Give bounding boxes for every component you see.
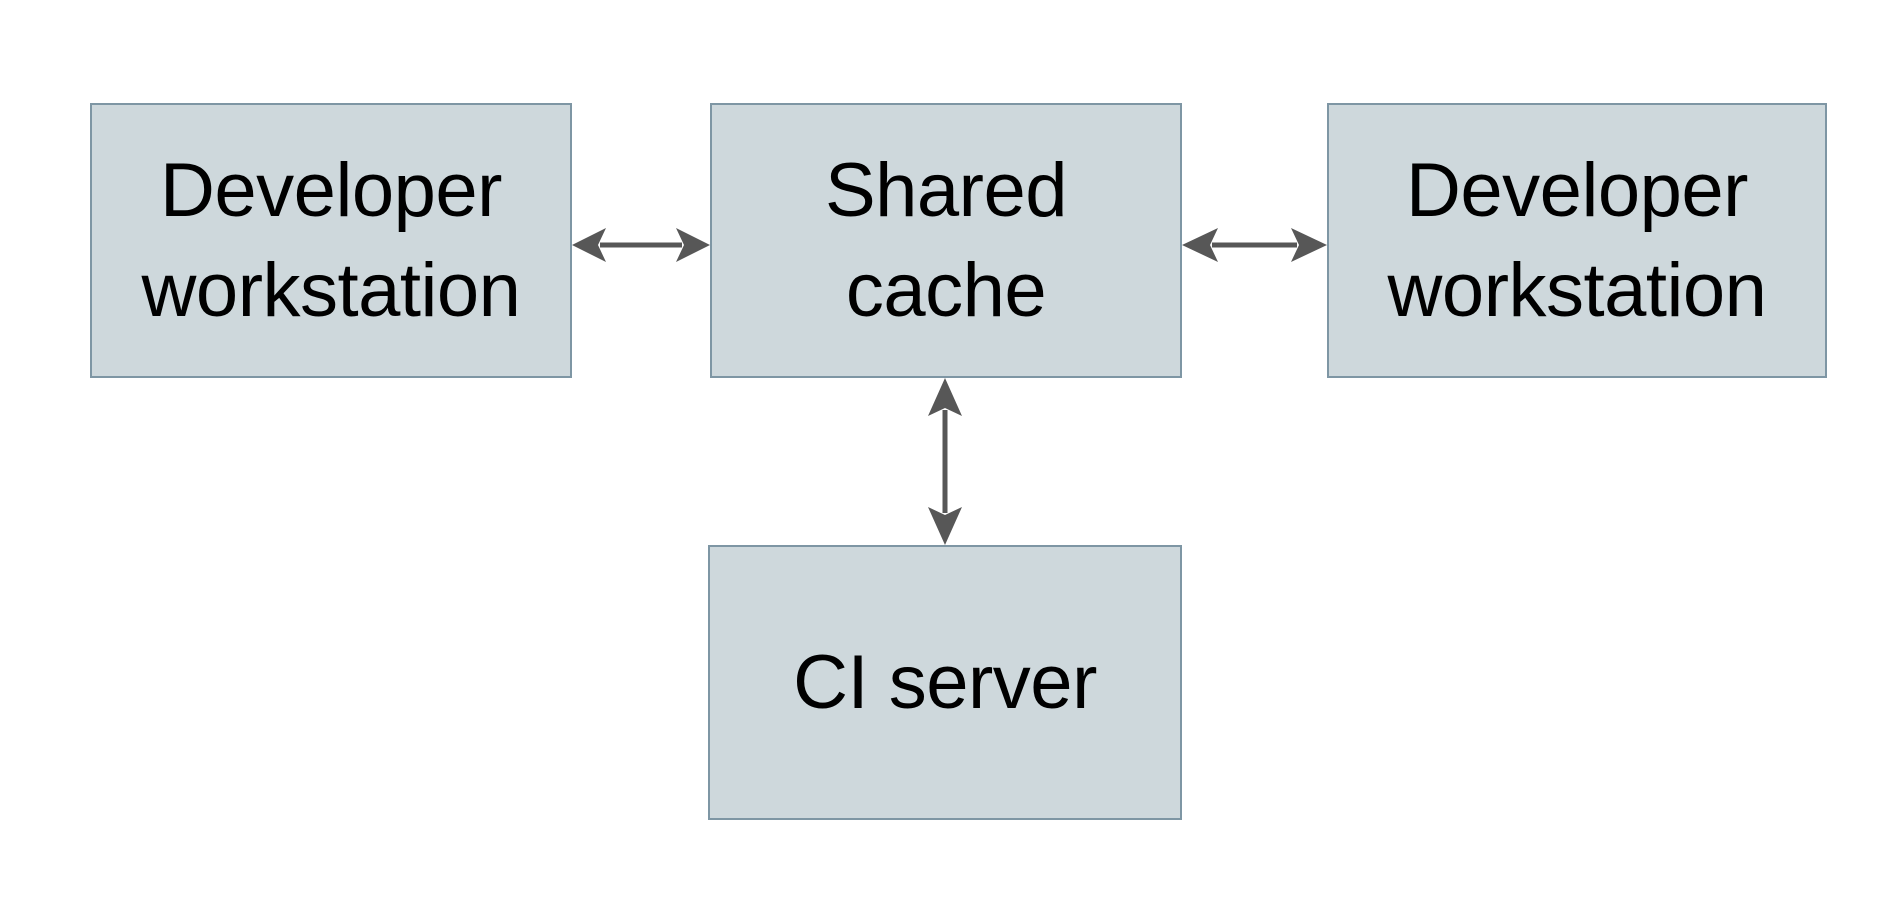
node-ci-server[interactable]: CI server [708, 545, 1182, 820]
node-label: CI server [793, 639, 1097, 725]
double-arrow-icon [572, 228, 710, 262]
node-developer-workstation-right[interactable]: Developer workstation [1327, 103, 1827, 378]
node-label: Developer workstation [1387, 147, 1767, 333]
double-arrow-icon [928, 378, 962, 545]
node-shared-cache[interactable]: Shared cache [710, 103, 1182, 378]
connector-left-workstation-to-shared-cache[interactable] [566, 220, 716, 270]
connector-shared-cache-to-right-workstation[interactable] [1176, 220, 1333, 270]
double-arrow-icon [1182, 228, 1327, 262]
node-label: Shared cache [824, 147, 1068, 333]
node-label: Developer workstation [141, 147, 521, 333]
connector-ci-server-to-shared-cache[interactable] [920, 372, 970, 551]
node-developer-workstation-left[interactable]: Developer workstation [90, 103, 572, 378]
